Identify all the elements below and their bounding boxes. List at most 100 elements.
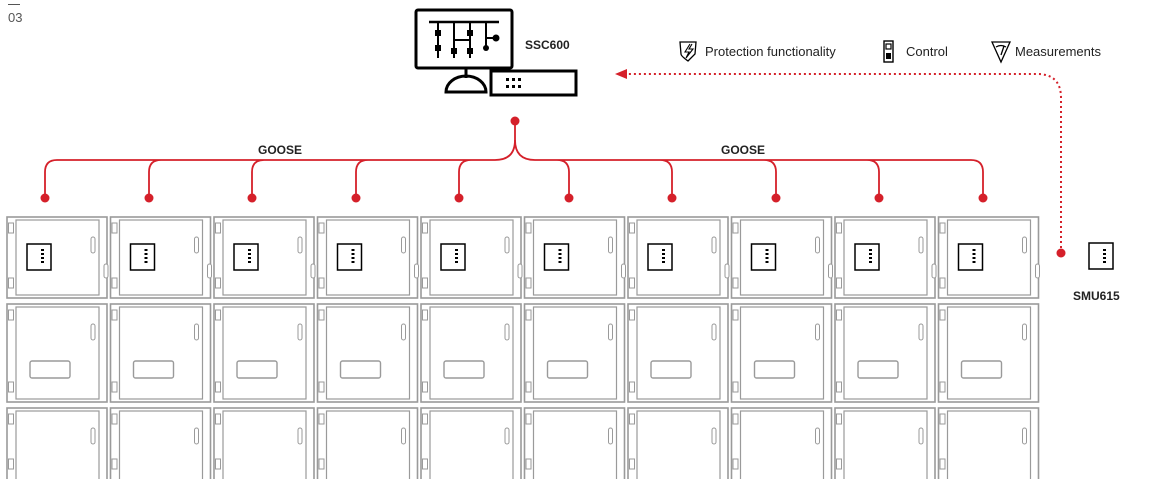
cabinet-frame xyxy=(834,303,936,403)
door-hinge xyxy=(836,309,842,321)
door-handle xyxy=(608,323,613,341)
cabinet-latch xyxy=(621,263,626,279)
cabinet-door xyxy=(222,410,307,479)
cabinet-door xyxy=(15,306,100,400)
figure-number-dash xyxy=(8,4,20,5)
lightning-shield-icon xyxy=(679,41,697,62)
goose-root-dot xyxy=(510,116,520,126)
door-hinge xyxy=(215,277,221,289)
relay-led xyxy=(972,261,976,263)
door-handle xyxy=(297,427,303,445)
door-handle xyxy=(504,427,510,445)
door-hinge xyxy=(732,458,739,470)
cabinet-bay xyxy=(627,216,730,479)
goose-drop-dot xyxy=(771,193,781,203)
relay-led xyxy=(662,261,665,263)
smu615-label: SMU615 xyxy=(1073,289,1120,303)
ssc600-unit: SSC600 xyxy=(414,8,578,97)
door-hinge xyxy=(215,381,221,393)
door-hinge xyxy=(629,309,635,321)
nameplate xyxy=(753,360,796,379)
relay-device-icon xyxy=(129,243,156,271)
cabinet-bay xyxy=(834,216,937,479)
legend-protection-label: Protection functionality xyxy=(705,44,836,59)
door-hinge xyxy=(939,222,946,234)
legend: Protection functionality Control Measure… xyxy=(679,40,1101,64)
cabinet-frame xyxy=(109,303,212,403)
cabinet-door xyxy=(532,306,618,400)
cabinet-frame xyxy=(523,407,626,479)
door-handle xyxy=(711,323,717,341)
goose-label-left: GOOSE xyxy=(258,143,302,157)
door-handle xyxy=(504,236,510,254)
ssc600-monitor-icon xyxy=(414,8,514,94)
relay-device-icon xyxy=(440,243,466,271)
relay-led xyxy=(351,257,355,259)
door-handle xyxy=(297,323,303,341)
door-hinge xyxy=(525,309,532,321)
relay-led xyxy=(662,257,665,259)
cabinet-frame xyxy=(6,216,108,299)
door-hinge xyxy=(215,413,221,425)
relay-led xyxy=(248,261,251,263)
door-hinge xyxy=(732,381,739,393)
relay-led xyxy=(455,257,458,259)
cabinet-frame xyxy=(109,407,212,479)
ssc600-server-icon xyxy=(489,69,578,97)
cabinet-bay xyxy=(6,216,109,479)
control-switch-icon xyxy=(883,40,894,63)
cabinet-door xyxy=(739,219,825,296)
door-handle xyxy=(815,323,820,341)
cabinet-frame xyxy=(730,216,833,299)
door-hinge xyxy=(111,381,118,393)
door-hinge xyxy=(525,458,532,470)
goose-label-right: GOOSE xyxy=(721,143,765,157)
relay-led xyxy=(144,261,148,263)
door-handle xyxy=(194,427,199,445)
relay-led xyxy=(972,253,976,255)
relay-led xyxy=(662,249,665,251)
cabinet-door xyxy=(739,410,825,479)
relay-led xyxy=(765,253,769,255)
legend-measurements-label: Measurements xyxy=(1015,44,1101,59)
nameplate xyxy=(546,360,589,379)
smu615-unit: SMU615 xyxy=(1073,242,1120,303)
cabinet-latch xyxy=(414,263,419,279)
goose-branch-right xyxy=(514,139,984,198)
door-handle xyxy=(90,427,96,445)
cabinet-latch xyxy=(1035,263,1040,279)
door-hinge xyxy=(939,458,946,470)
relay-led xyxy=(144,249,148,251)
cabinet-frame xyxy=(627,216,729,299)
door-hinge xyxy=(836,277,842,289)
door-hinge xyxy=(629,413,635,425)
cabinet-door xyxy=(946,410,1032,479)
door-handle xyxy=(711,427,717,445)
door-hinge xyxy=(422,381,428,393)
cabinet-door xyxy=(946,306,1032,400)
switchgear-lineup xyxy=(6,216,1040,479)
door-hinge xyxy=(8,413,14,425)
door-handle xyxy=(608,427,613,445)
goose-drop-dot xyxy=(874,193,884,203)
door-hinge xyxy=(732,309,739,321)
door-handle xyxy=(1022,236,1027,254)
relay-led xyxy=(972,257,976,259)
door-hinge xyxy=(939,413,946,425)
relay-led xyxy=(869,257,872,259)
relay-led xyxy=(455,261,458,263)
measurement-meter-icon xyxy=(990,41,1012,64)
goose-drop-dot xyxy=(454,193,464,203)
relay-led xyxy=(558,261,562,263)
relay-led xyxy=(41,261,44,263)
cabinet-door xyxy=(843,219,928,296)
door-hinge xyxy=(422,309,428,321)
nameplate xyxy=(650,360,692,379)
door-hinge xyxy=(629,222,635,234)
relay-led xyxy=(869,261,872,263)
door-hinge xyxy=(8,309,14,321)
door-hinge xyxy=(8,381,14,393)
relay-device-icon xyxy=(233,243,259,271)
door-hinge xyxy=(8,277,14,289)
relay-device-icon xyxy=(647,243,673,271)
